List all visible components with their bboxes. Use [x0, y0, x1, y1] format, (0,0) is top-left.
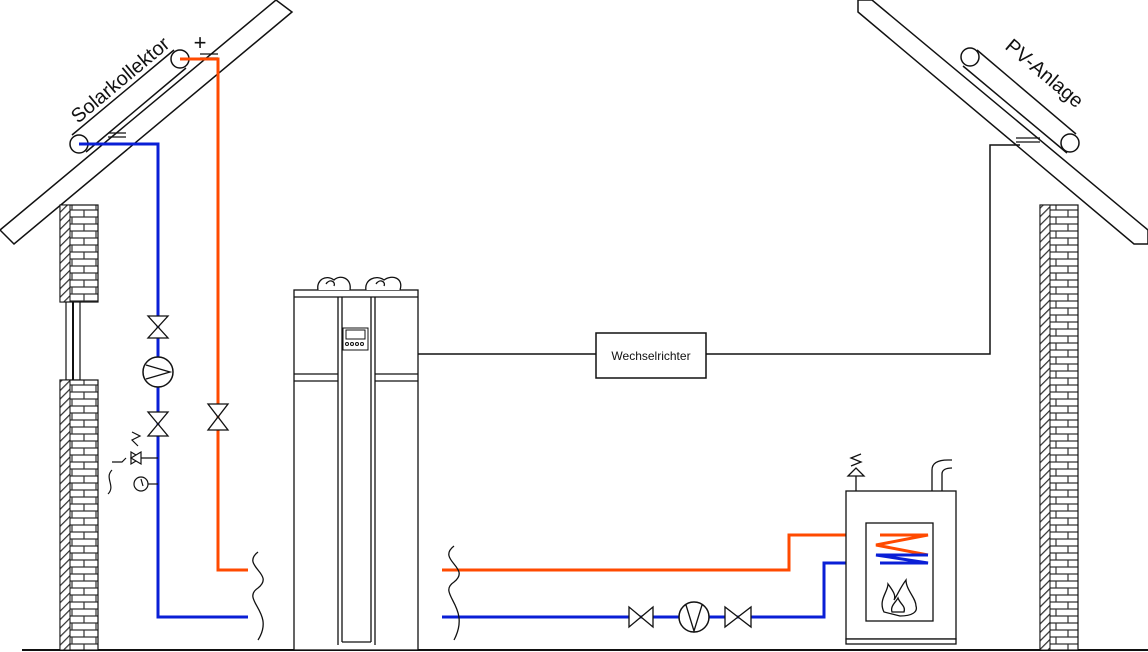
inverter-box: Wechselrichter — [595, 332, 707, 379]
boiler-valve-right — [724, 605, 752, 629]
left-roof — [0, 0, 294, 246]
boiler-pump — [678, 601, 710, 634]
flame-icon — [881, 578, 918, 617]
left-wall — [59, 204, 99, 651]
boiler-hot-pipe — [442, 533, 880, 572]
pv-cable — [706, 144, 1020, 355]
plus-sign: + — [194, 30, 207, 55]
solar-valve-upper — [146, 315, 170, 339]
pipe-break-left — [252, 551, 264, 641]
pv-system-label: PV-Anlage — [1001, 35, 1088, 113]
boiler-valve-left — [628, 605, 654, 629]
right-roof — [857, 0, 1148, 245]
control-panel — [342, 327, 369, 351]
pipe-break-right — [448, 545, 460, 641]
coil-cold — [875, 553, 929, 565]
safety-group — [107, 431, 158, 495]
solar-pump — [142, 356, 174, 388]
coil-hot — [875, 533, 929, 557]
solar-valve-lower — [146, 411, 170, 437]
solar-hot-valve — [206, 403, 230, 431]
pv-panel — [960, 47, 1080, 154]
inverter-label: Wechselrichter — [611, 349, 690, 363]
right-wall — [1039, 204, 1079, 651]
solar-hot-pipe — [180, 57, 248, 572]
